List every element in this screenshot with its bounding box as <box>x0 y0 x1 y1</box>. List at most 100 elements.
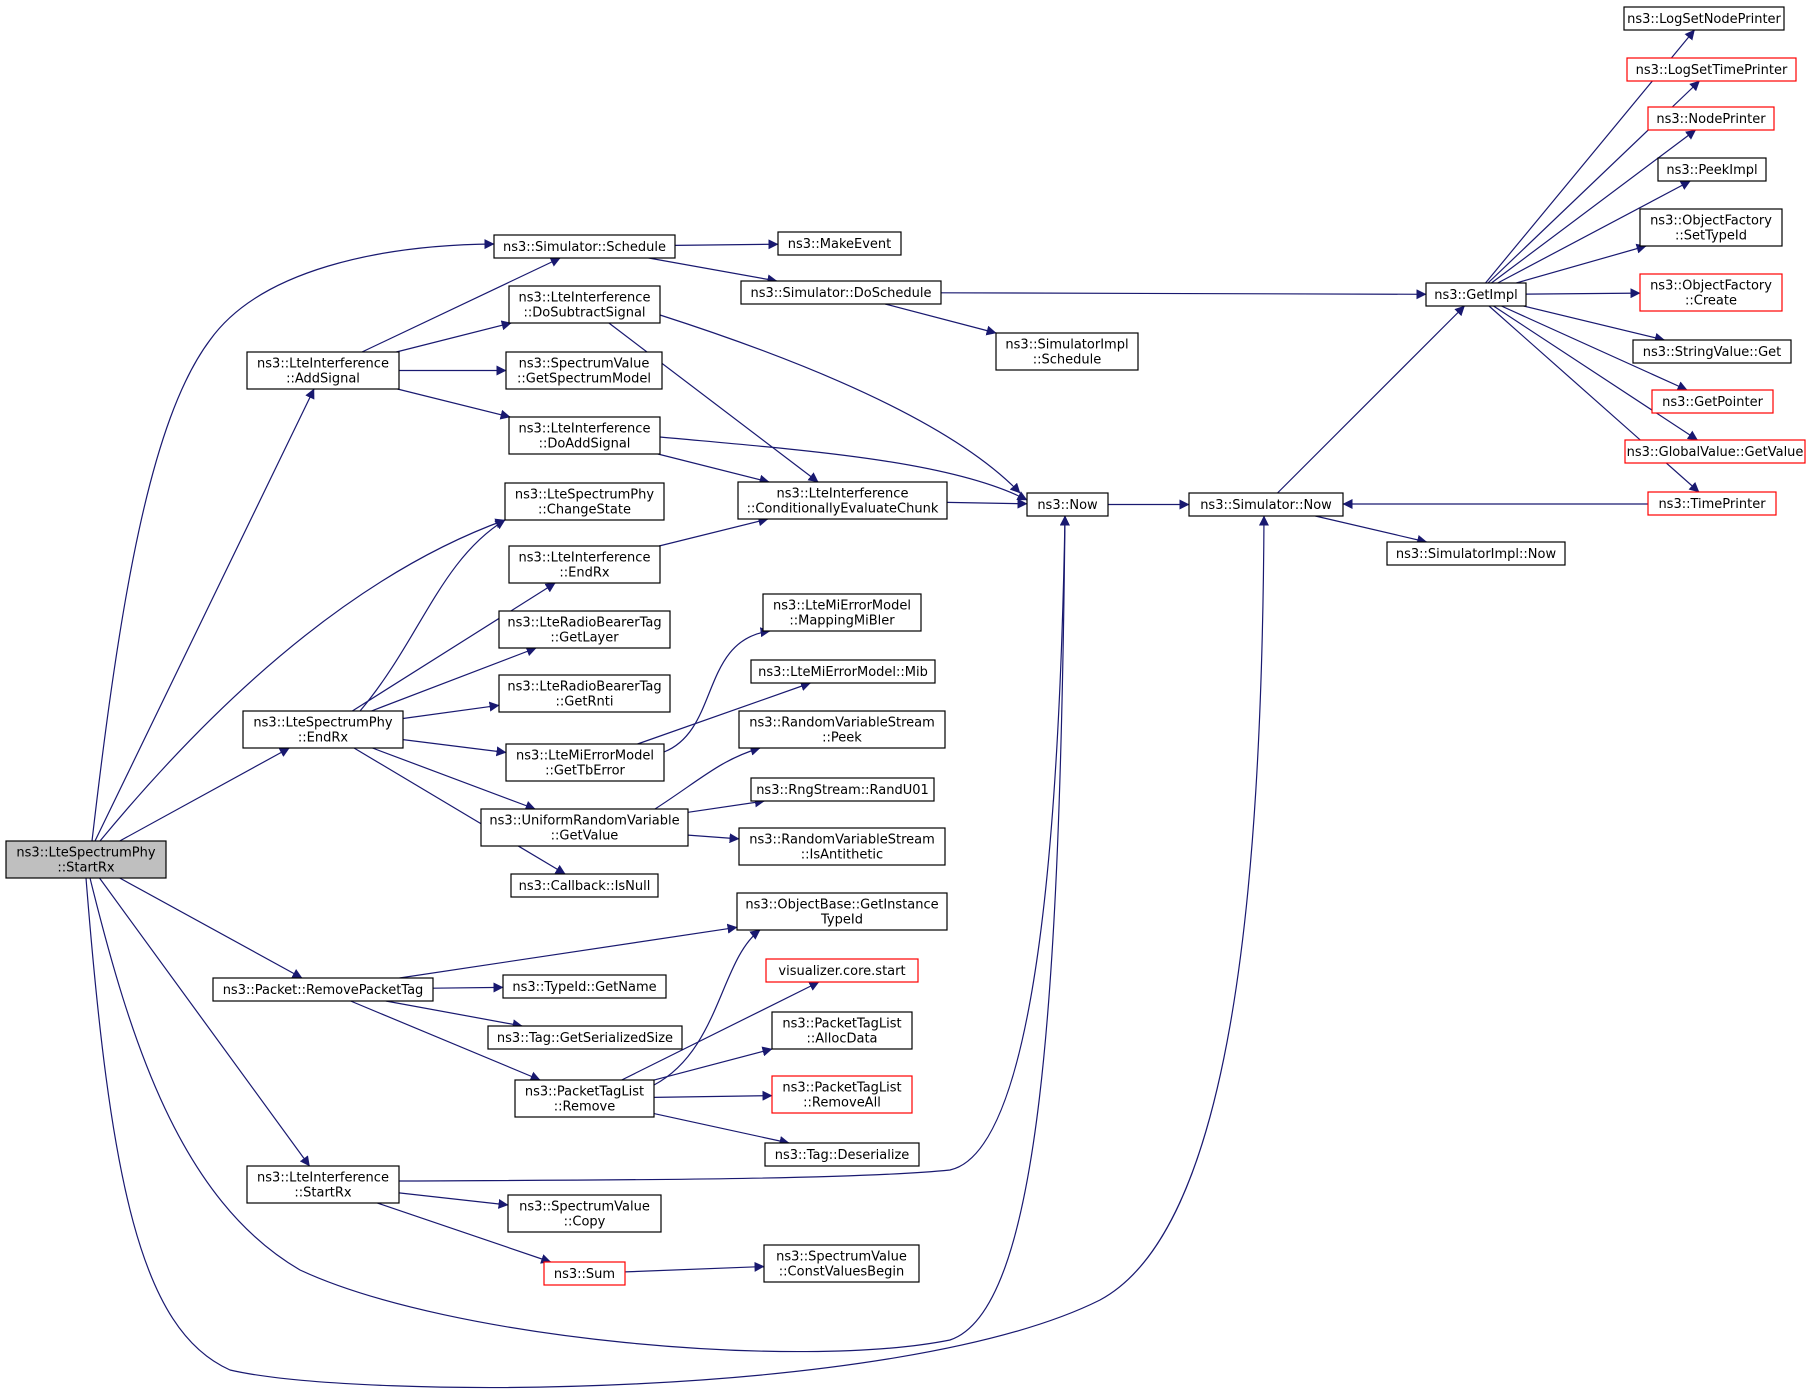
node-box <box>777 231 902 256</box>
node-startrx[interactable]: ns3::LteSpectrumPhy::StartRx <box>5 840 167 879</box>
node-box <box>1386 541 1566 566</box>
edge-li_startrx-to-sv_copy <box>398 1192 509 1209</box>
node-label: ns3::LteMiErrorModel <box>516 749 654 764</box>
node-peekimpl[interactable]: ns3::PeekImpl <box>1657 157 1767 182</box>
edge-schedule-to-makeevent <box>674 239 779 250</box>
node-label: ns3::LteInterference <box>257 357 389 372</box>
node-simulator-now[interactable]: ns3::Simulator::Now <box>1188 492 1344 517</box>
edge-startrx-to-addsignal <box>94 388 315 842</box>
edge-urv_getvalue-to-randu01 <box>687 797 765 813</box>
node-box <box>1425 282 1527 307</box>
node-box <box>543 1261 626 1286</box>
node-getspectrummodel[interactable]: ns3::SpectrumValue::GetSpectrumModel <box>505 351 663 390</box>
node-label: ns3::LteSpectrumPhy <box>16 846 155 861</box>
node-label: ns3::TypeId::GetName <box>512 980 656 995</box>
node-viz-start[interactable]: visualizer.core.start <box>765 958 919 983</box>
node-condeval[interactable]: ns3::LteInterference::ConditionallyEvalu… <box>737 481 948 520</box>
edge-getimpl-to-of_create <box>1525 288 1641 299</box>
node-mappingmibler[interactable]: ns3::LteMiErrorModel::MappingMiBler <box>762 593 922 632</box>
node-nodeprinter[interactable]: ns3::NodePrinter <box>1647 106 1775 131</box>
edge-endrx-to-urv_getvalue <box>372 747 536 811</box>
node-label: ns3::GetImpl <box>1434 288 1518 303</box>
node-box <box>5 840 167 879</box>
node-label: ns3::Packet::RemovePacketTag <box>223 983 424 998</box>
node-isantithetic[interactable]: ns3::RandomVariableStream::IsAntithetic <box>738 827 946 866</box>
node-getlayer[interactable]: ns3::LteRadioBearerTag::GetLayer <box>498 610 671 649</box>
node-typeid-getname[interactable]: ns3::TypeId::GetName <box>502 974 667 999</box>
edge-removepackettag-to-getserializedsize <box>385 1000 523 1030</box>
node-makeevent[interactable]: ns3::MakeEvent <box>777 231 902 256</box>
node-logsettimeprinter[interactable]: ns3::LogSetTimePrinter <box>1626 57 1797 82</box>
edge-ptl_remove-to-removeall <box>653 1090 773 1101</box>
node-rvs-peek[interactable]: ns3::RandomVariableStream::Peek <box>738 710 946 749</box>
node-randu01[interactable]: ns3::RngStream::RandU01 <box>750 777 935 802</box>
node-addsignal[interactable]: ns3::LteInterference::AddSignal <box>246 351 400 390</box>
node-urv-getvalue[interactable]: ns3::UniformRandomVariable::GetValue <box>480 808 689 847</box>
node-li-endrx[interactable]: ns3::LteInterference::EndRx <box>508 545 661 584</box>
node-label: ns3::Tag::GetSerializedSize <box>497 1031 673 1046</box>
node-timeprinter[interactable]: ns3::TimePrinter <box>1647 491 1777 516</box>
node-label: ns3::Simulator::Schedule <box>503 240 666 255</box>
node-label: ns3::LteInterference <box>257 1171 389 1186</box>
edge-doaddsignal-to-condeval <box>657 453 770 485</box>
node-changestate[interactable]: ns3::LteSpectrumPhy::ChangeState <box>504 482 665 521</box>
node-box <box>764 1142 920 1167</box>
node-gettberror[interactable]: ns3::LteMiErrorModel::GetTbError <box>505 743 665 782</box>
node-label: ::StartRx <box>57 861 115 876</box>
node-label: ns3::SpectrumValue <box>519 1200 650 1215</box>
node-simimpl-schedule[interactable]: ns3::SimulatorImpl::Schedule <box>995 332 1139 371</box>
node-logsetnodeprinter[interactable]: ns3::LogSetNodePrinter <box>1623 6 1785 31</box>
node-label: ns3::Tag::Deserialize <box>775 1148 910 1163</box>
node-label: ns3::LogSetTimePrinter <box>1636 63 1788 78</box>
node-sv-copy[interactable]: ns3::SpectrumValue::Copy <box>507 1194 662 1233</box>
node-getimpl[interactable]: ns3::GetImpl <box>1425 282 1527 307</box>
node-label: ::ConditionallyEvaluateChunk <box>747 502 939 517</box>
node-removeall[interactable]: ns3::PacketTagList::RemoveAll <box>771 1075 913 1114</box>
node-sum[interactable]: ns3::Sum <box>543 1261 626 1286</box>
edge-removepackettag-to-typeid_getname <box>432 982 504 993</box>
node-label: ns3::MakeEvent <box>788 237 892 252</box>
node-label: ::SetTypeId <box>1675 229 1747 244</box>
node-box <box>995 332 1139 371</box>
node-of-settypeid[interactable]: ns3::ObjectFactory::SetTypeId <box>1639 208 1783 247</box>
node-allocdata[interactable]: ns3::PacketTagList::AllocData <box>771 1011 913 1050</box>
node-of-create[interactable]: ns3::ObjectFactory::Create <box>1639 273 1783 312</box>
node-tag-deserialize[interactable]: ns3::Tag::Deserialize <box>764 1142 920 1167</box>
node-box <box>1647 491 1777 516</box>
node-box <box>1647 106 1775 131</box>
node-constvaluesbegin[interactable]: ns3::SpectrumValue::ConstValuesBegin <box>763 1244 920 1283</box>
node-li-startrx[interactable]: ns3::LteInterference::StartRx <box>246 1165 400 1204</box>
node-schedule[interactable]: ns3::Simulator::Schedule <box>493 234 676 259</box>
node-label: ns3::PacketTagList <box>782 1081 901 1096</box>
node-getrnti[interactable]: ns3::LteRadioBearerTag::GetRnti <box>498 674 671 713</box>
node-box <box>750 659 936 684</box>
node-box <box>762 593 922 632</box>
node-dosubtract[interactable]: ns3::LteInterference::DoSubtractSignal <box>508 285 661 324</box>
node-label: ns3::LteRadioBearerTag <box>507 616 661 631</box>
node-label: ns3::StringValue::Get <box>1643 345 1781 360</box>
node-box <box>508 285 661 324</box>
node-endrx[interactable]: ns3::LteSpectrumPhy::EndRx <box>242 710 404 749</box>
node-doschedule[interactable]: ns3::Simulator::DoSchedule <box>740 280 942 305</box>
node-box <box>740 280 942 305</box>
node-label: ::Create <box>1685 294 1737 309</box>
node-mib[interactable]: ns3::LteMiErrorModel::Mib <box>750 659 936 684</box>
node-doaddsignal[interactable]: ns3::LteInterference::DoAddSignal <box>508 416 661 455</box>
node-isnull[interactable]: ns3::Callback::IsNull <box>510 873 659 898</box>
node-stringvalue-get[interactable]: ns3::StringValue::Get <box>1632 339 1792 364</box>
node-getpointer[interactable]: ns3::GetPointer <box>1651 389 1774 414</box>
edge-getimpl-to-getpointer <box>1501 305 1688 391</box>
node-removepackettag[interactable]: ns3::Packet::RemovePacketTag <box>212 977 434 1002</box>
node-ptl-remove[interactable]: ns3::PacketTagList::Remove <box>514 1079 655 1118</box>
edge-endrx-to-gettberror <box>402 739 507 757</box>
node-globalvalue-getvalue[interactable]: ns3::GlobalValue::GetValue <box>1624 439 1806 464</box>
node-now[interactable]: ns3::Now <box>1026 492 1109 517</box>
node-simimpl-now[interactable]: ns3::SimulatorImpl::Now <box>1386 541 1566 566</box>
edge-ptl_remove-to-viz_start <box>621 981 820 1081</box>
node-box <box>493 234 676 259</box>
edge-li_endrx-to-condeval <box>658 516 769 547</box>
node-box <box>508 416 661 455</box>
node-getserializedsize[interactable]: ns3::Tag::GetSerializedSize <box>487 1025 683 1050</box>
